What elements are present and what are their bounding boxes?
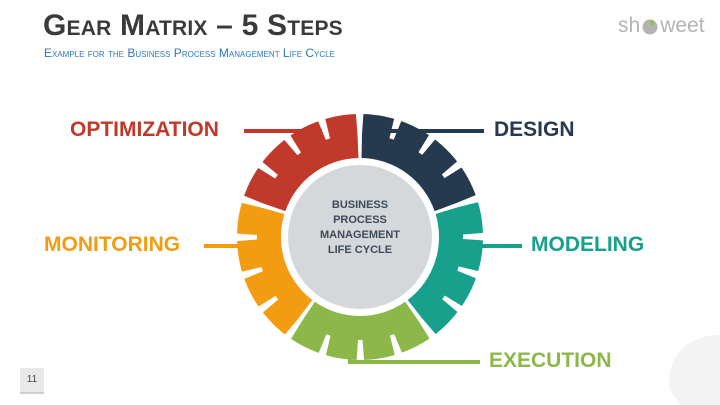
label-monitoring: MONITORING [44,233,181,256]
center-line: BUSINESS [331,199,389,211]
showeet-logo: sh weet [618,14,705,38]
slide-title: Gear Matrix – 5 Steps [43,9,343,42]
logo-suffix: weet [660,14,705,37]
slide-subtitle: Example for the Business Process Managem… [44,46,335,60]
label-design: DESIGN [494,118,575,141]
logo-o-icon [642,19,658,35]
center-line: PROCESS [333,214,387,226]
gear-segment-optimization [244,114,359,212]
center-line: LIFE CYCLE [327,244,393,256]
gear-segment-modeling [407,202,483,335]
logo-prefix: sh [618,14,641,37]
gear-segment-monitoring [237,202,313,335]
gear-segment-execution [291,301,430,360]
center-line: MANAGEMENT [319,229,401,241]
gear-segments [237,114,483,360]
center-label: BUSINESS PROCESS MANAGEMENT LIFE CYCLE [295,198,425,258]
corner-decoration [669,335,720,405]
label-execution: EXECUTION [489,349,612,372]
gear-hub [288,165,432,309]
gear-segment-design [361,114,476,212]
label-optimization: OPTIMIZATION [70,118,219,141]
page-number: 11 [20,368,44,394]
label-modeling: MODELING [531,233,645,256]
